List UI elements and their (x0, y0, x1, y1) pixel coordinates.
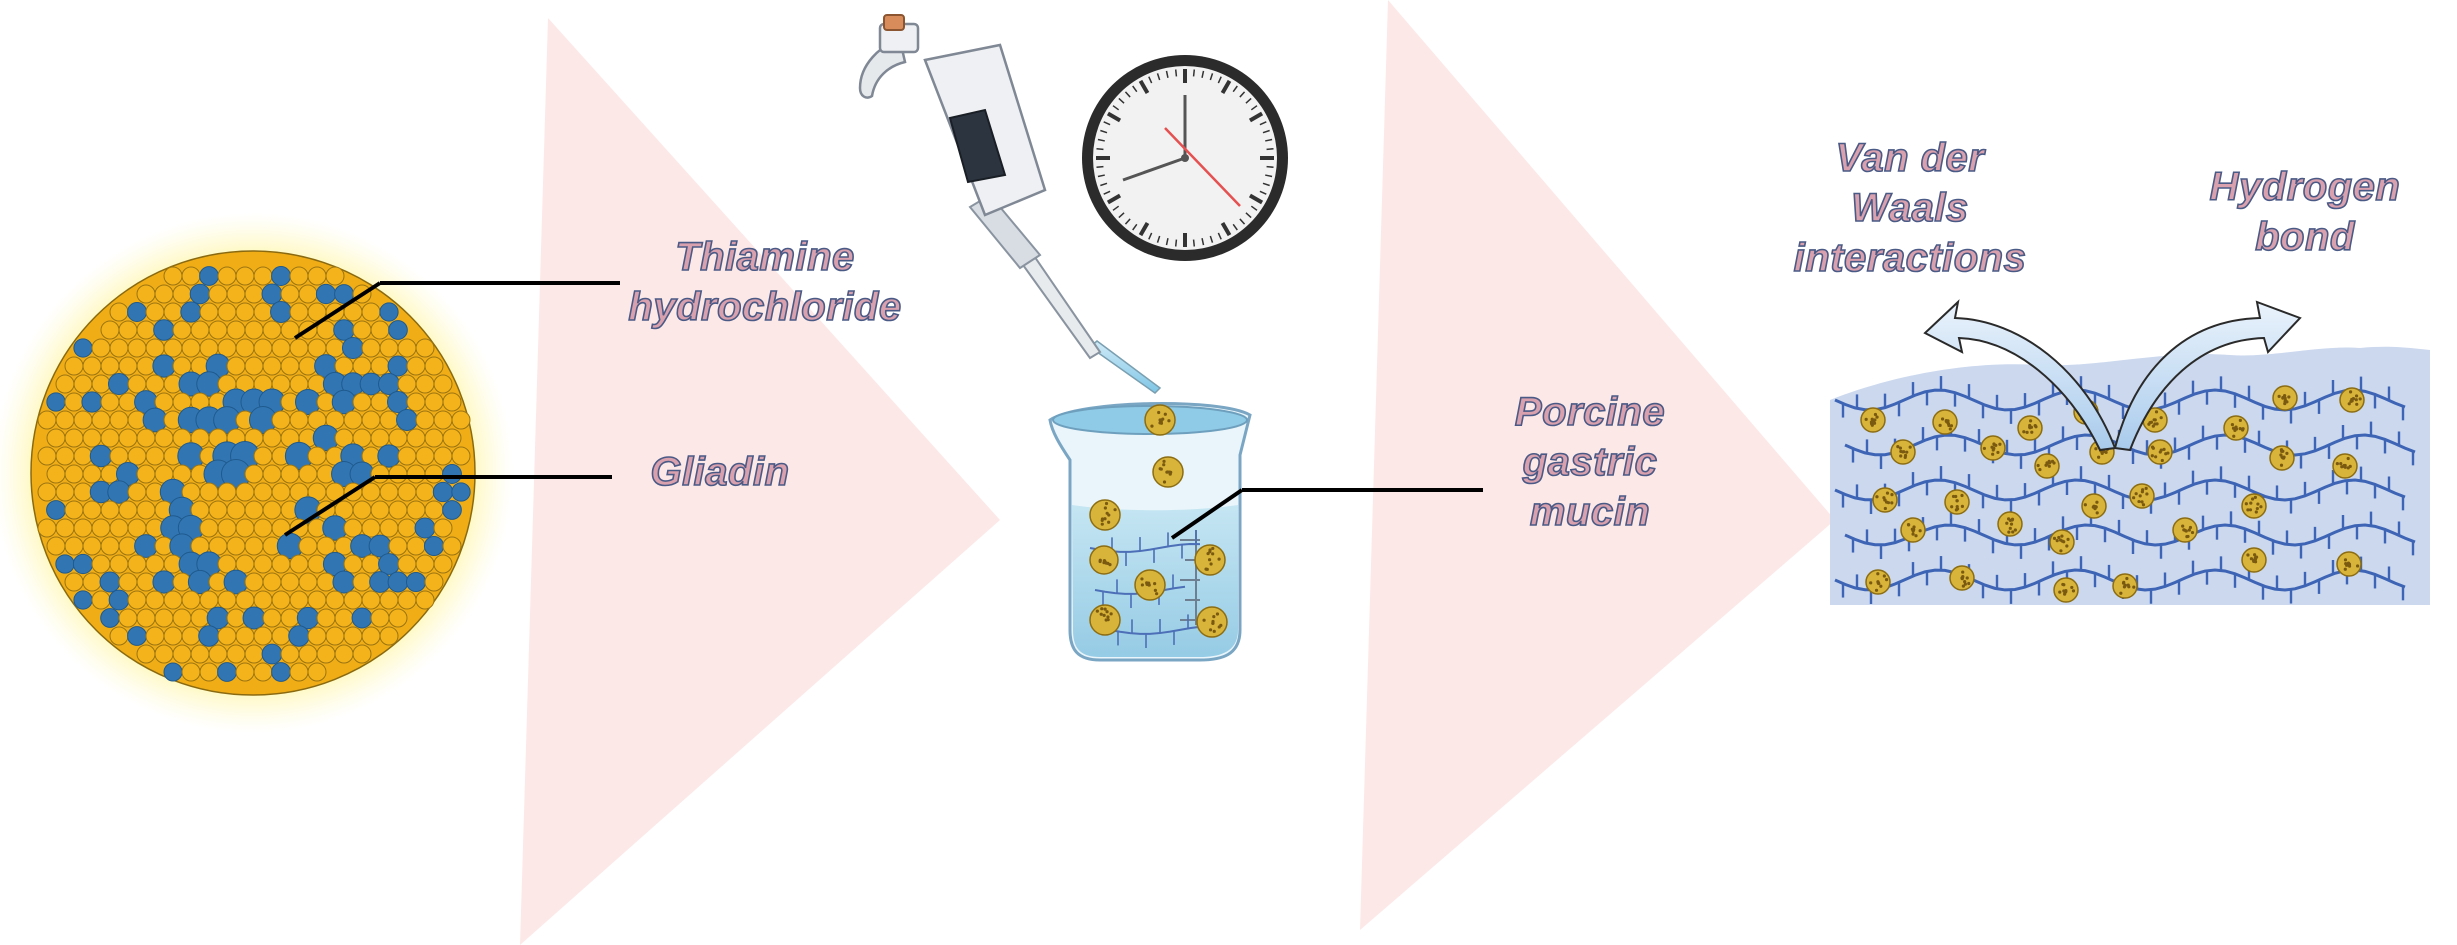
process-arrow-2 (1360, 0, 1835, 930)
process-arrow-1 (520, 18, 1000, 945)
thiamine-leader-line (293, 281, 382, 340)
nanoparticle-icon (0, 213, 513, 733)
clock-icon (1082, 55, 1288, 261)
beaker-icon (1048, 402, 1252, 662)
mucin-leader-line (1170, 488, 1244, 540)
mucin-network-icon (1830, 346, 2430, 605)
hydrogen-bond-label: Hydrogen bond (2209, 164, 2401, 260)
van-der-waals-label: Van der Waals interactions (1793, 135, 2027, 281)
vdw-arrow-icon (1923, 299, 2117, 452)
gliadin-leader-line (283, 475, 377, 537)
thiamine-hydrochloride-label: Thiamine hydrochloride (628, 234, 902, 330)
hbond-arrow-icon (2113, 300, 2302, 452)
porcine-gastric-mucin-label: Porcine gastric mucin (1514, 389, 1666, 535)
gliadin-label: Gliadin (650, 449, 790, 495)
pipette-icon (858, 14, 1162, 394)
